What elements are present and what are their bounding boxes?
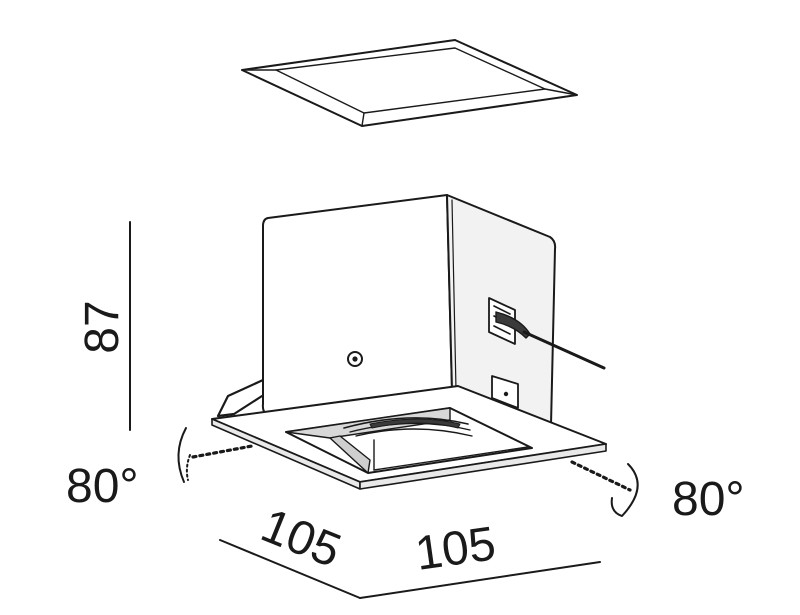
width-label: 105 bbox=[412, 517, 499, 581]
top-trim-frame bbox=[241, 39, 578, 127]
tilt-right-indicator bbox=[570, 460, 639, 517]
tilt-left-indicator bbox=[177, 427, 254, 483]
bezel-plate bbox=[211, 385, 607, 490]
depth-label: 105 bbox=[254, 499, 348, 578]
tilt-right-label: 80° bbox=[672, 473, 745, 526]
housing-box bbox=[216, 194, 606, 426]
height-label: 87 bbox=[76, 300, 129, 353]
base-dimension-lines bbox=[219, 539, 601, 599]
tilt-left-label: 80° bbox=[66, 460, 139, 513]
